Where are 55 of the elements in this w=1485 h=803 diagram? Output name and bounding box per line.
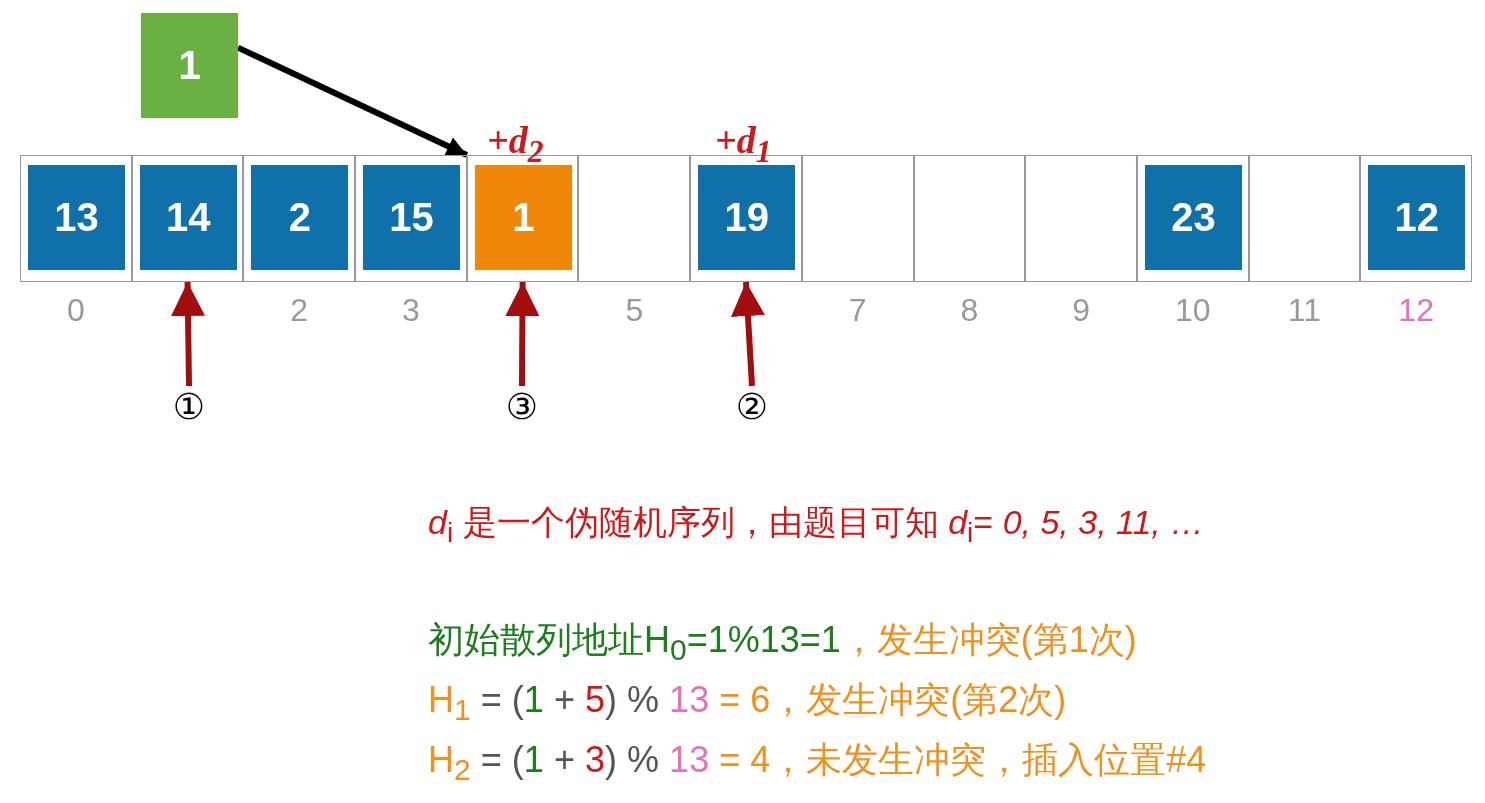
- key-box: 23: [1144, 165, 1242, 270]
- index-number: 12: [1397, 292, 1435, 329]
- index-number: 10: [1173, 292, 1212, 329]
- formula-text: 1: [523, 739, 544, 781]
- formula-text: 3: [585, 739, 606, 781]
- formula-text: ，发生冲突(第1次): [840, 618, 1137, 662]
- table-slot: [1025, 155, 1137, 282]
- table-slot: [1136, 155, 1249, 282]
- formula-text: +: [553, 739, 575, 781]
- arrow: [731, 281, 765, 387]
- formula-text: H$_{1}$: [428, 679, 471, 728]
- table-slot: [20, 155, 132, 282]
- key-box: 12: [1368, 165, 1466, 270]
- formula-text: 5: [585, 679, 606, 721]
- formula-text: d$_{i}$ 是一个伪随机序列，由题目可知 d$_{i}$= 0, 5, 3, 11, …: [428, 502, 1205, 549]
- step-number: ①: [167, 386, 211, 428]
- index-number: 11: [1286, 292, 1323, 329]
- key-box: 19: [698, 165, 796, 270]
- formula-text: = (: [480, 739, 524, 781]
- key-box: 15: [363, 165, 461, 270]
- formula-text: +: [553, 679, 575, 721]
- key-box: 14: [139, 165, 237, 270]
- formula-text: ) %: [605, 679, 660, 721]
- formula-text: = (: [480, 679, 524, 721]
- formula-text: 初始散列地址H$_{0}$=1%13=1: [428, 618, 841, 668]
- formula-text: 13: [669, 739, 710, 781]
- table-slot: [131, 155, 244, 282]
- key-box: 1: [474, 165, 572, 270]
- arrow: [171, 281, 205, 387]
- step-number: ③: [500, 386, 544, 428]
- index-number: 8: [959, 292, 980, 329]
- index-number: 3: [401, 292, 421, 329]
- index-number: 2: [289, 292, 310, 329]
- table-slot: [578, 155, 691, 282]
- formula-text: 13: [669, 679, 710, 721]
- index-number: 5: [624, 292, 645, 329]
- table-slot: [1360, 155, 1472, 282]
- index-number: 7: [847, 292, 868, 329]
- index-number: 0: [65, 292, 86, 329]
- table-slot: [243, 155, 356, 282]
- key-box: 1: [141, 13, 238, 118]
- table-slot: [801, 155, 914, 282]
- formula-text: ) %: [605, 739, 660, 781]
- formula-text: 1: [523, 679, 544, 721]
- table-slot: [355, 155, 467, 282]
- step-number: ②: [730, 386, 774, 428]
- key-box: 2: [251, 165, 349, 270]
- formula-text: = 4，未发生冲突，插入位置#4: [719, 738, 1207, 782]
- formula-text: H$_{2}$: [428, 739, 471, 788]
- key-box: 13: [28, 165, 125, 270]
- arrow: [505, 281, 540, 387]
- table-slot: [1248, 155, 1361, 282]
- index-number: 9: [1071, 292, 1091, 329]
- formula-text: = 6，发生冲突(第2次): [719, 678, 1067, 722]
- table-slot: [913, 155, 1026, 282]
